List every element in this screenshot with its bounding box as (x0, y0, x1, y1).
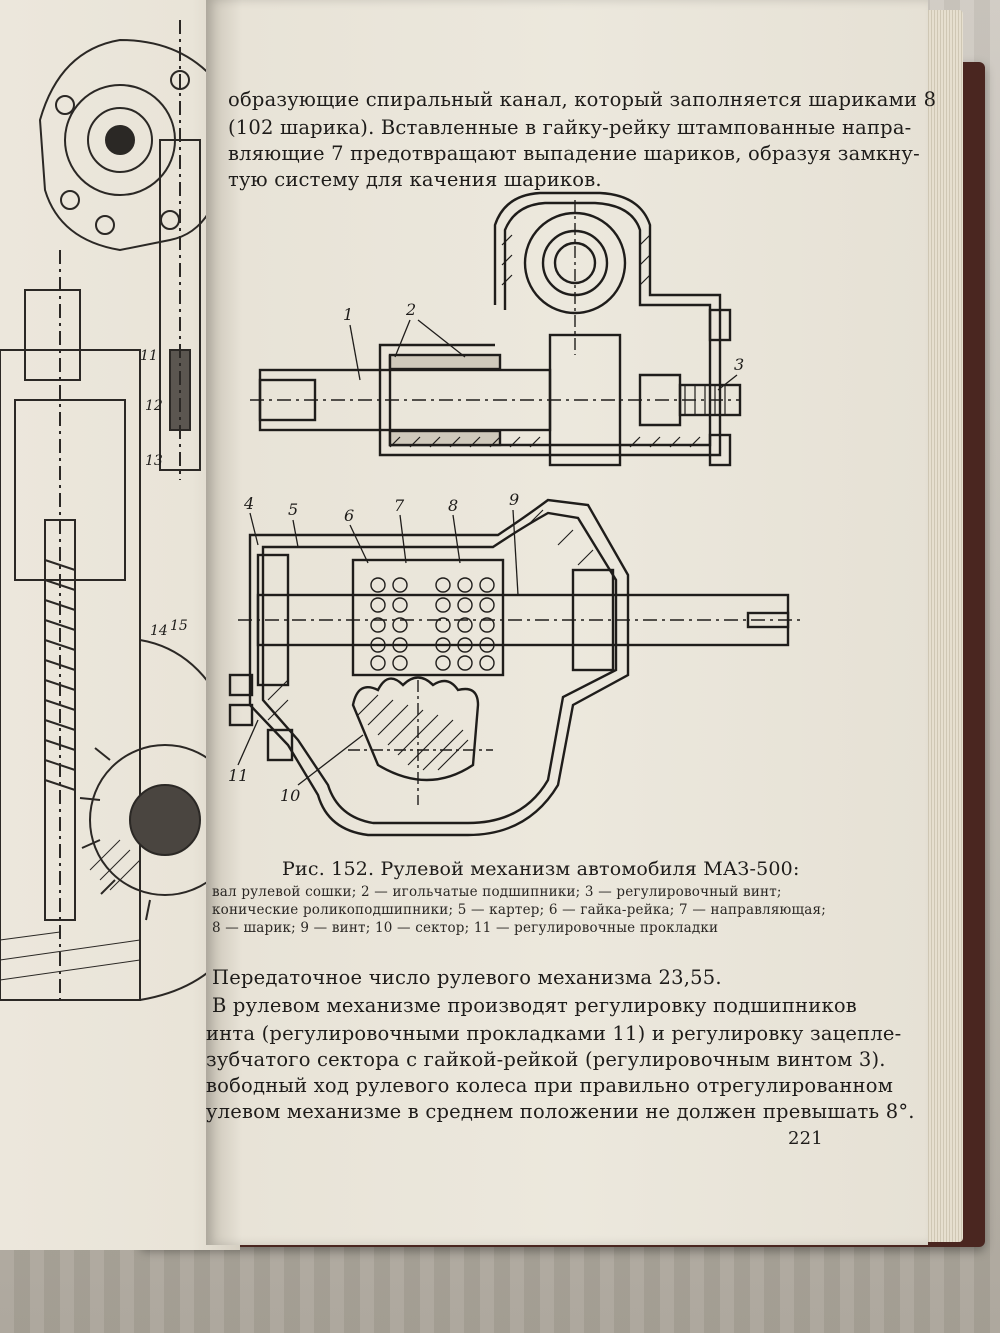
fig-label-3: 3 (734, 355, 744, 374)
page-number: 221 (788, 1128, 823, 1149)
right-page (206, 0, 928, 1245)
top-paragraph-line-4: тую систему для качения шариков. (228, 168, 602, 191)
left-label-11: 11 (140, 348, 158, 364)
figure-legend-line-1: вал рулевой сошки; 2 — игольчатые подшип… (212, 884, 782, 900)
left-label-12: 12 (145, 398, 163, 414)
bottom-paragraph-line-5: вободный ход рулевого колеса при правиль… (206, 1074, 894, 1097)
figure-legend-line-2: конические роликоподшипники; 5 — картер;… (212, 902, 826, 918)
fig-label-1: 1 (343, 305, 353, 324)
bottom-paragraph-line-4: зубчатого сектора с гайкой-рейкой (регул… (206, 1048, 886, 1071)
figure-legend-line-3: 8 — шарик; 9 — винт; 10 — сектор; 11 — р… (212, 920, 719, 936)
top-paragraph-line-2: (102 шарика). Вставленные в гайку-рейку … (228, 116, 912, 139)
left-label-14: 14 (150, 623, 168, 639)
fig-label-7: 7 (394, 496, 405, 515)
top-paragraph-line-3: вляющие 7 предотвращают выпадение шарико… (228, 142, 920, 165)
fig-label-4: 4 (243, 494, 254, 513)
bottom-paragraph-line-2: В рулевом механизме производят регулиров… (212, 994, 857, 1017)
fig-label-6: 6 (344, 506, 354, 525)
bottom-paragraph-line-1: Передаточное число рулевого механизма 23… (212, 966, 722, 989)
fig-label-9: 9 (509, 490, 519, 509)
fig-label-10: 10 (280, 786, 300, 805)
top-paragraph-line-1: образующие спиральный канал, который зап… (228, 88, 937, 111)
figure-top-section: 1 2 3 (250, 191, 744, 467)
bottom-paragraph-line-6: улевом механизме в среднем положении не … (206, 1100, 915, 1123)
figure-caption-title: Рис. 152. Рулевой механизм автомобиля МА… (282, 858, 800, 880)
fig-label-5: 5 (288, 500, 298, 519)
bottom-paragraph-line-3: инта (регулировочными прокладками 11) и … (206, 1022, 902, 1045)
left-label-13: 13 (145, 453, 163, 469)
left-label-15: 15 (170, 618, 188, 634)
figure-bottom-section: 4 5 6 7 8 9 10 11 (228, 490, 803, 837)
fig-label-8: 8 (448, 496, 458, 515)
left-page: 11 12 13 14 15 (0, 0, 240, 1250)
fig-label-11: 11 (228, 766, 248, 785)
fig-label-2: 2 (405, 300, 416, 319)
left-page-drawing: 11 12 13 14 15 (0, 20, 240, 1001)
